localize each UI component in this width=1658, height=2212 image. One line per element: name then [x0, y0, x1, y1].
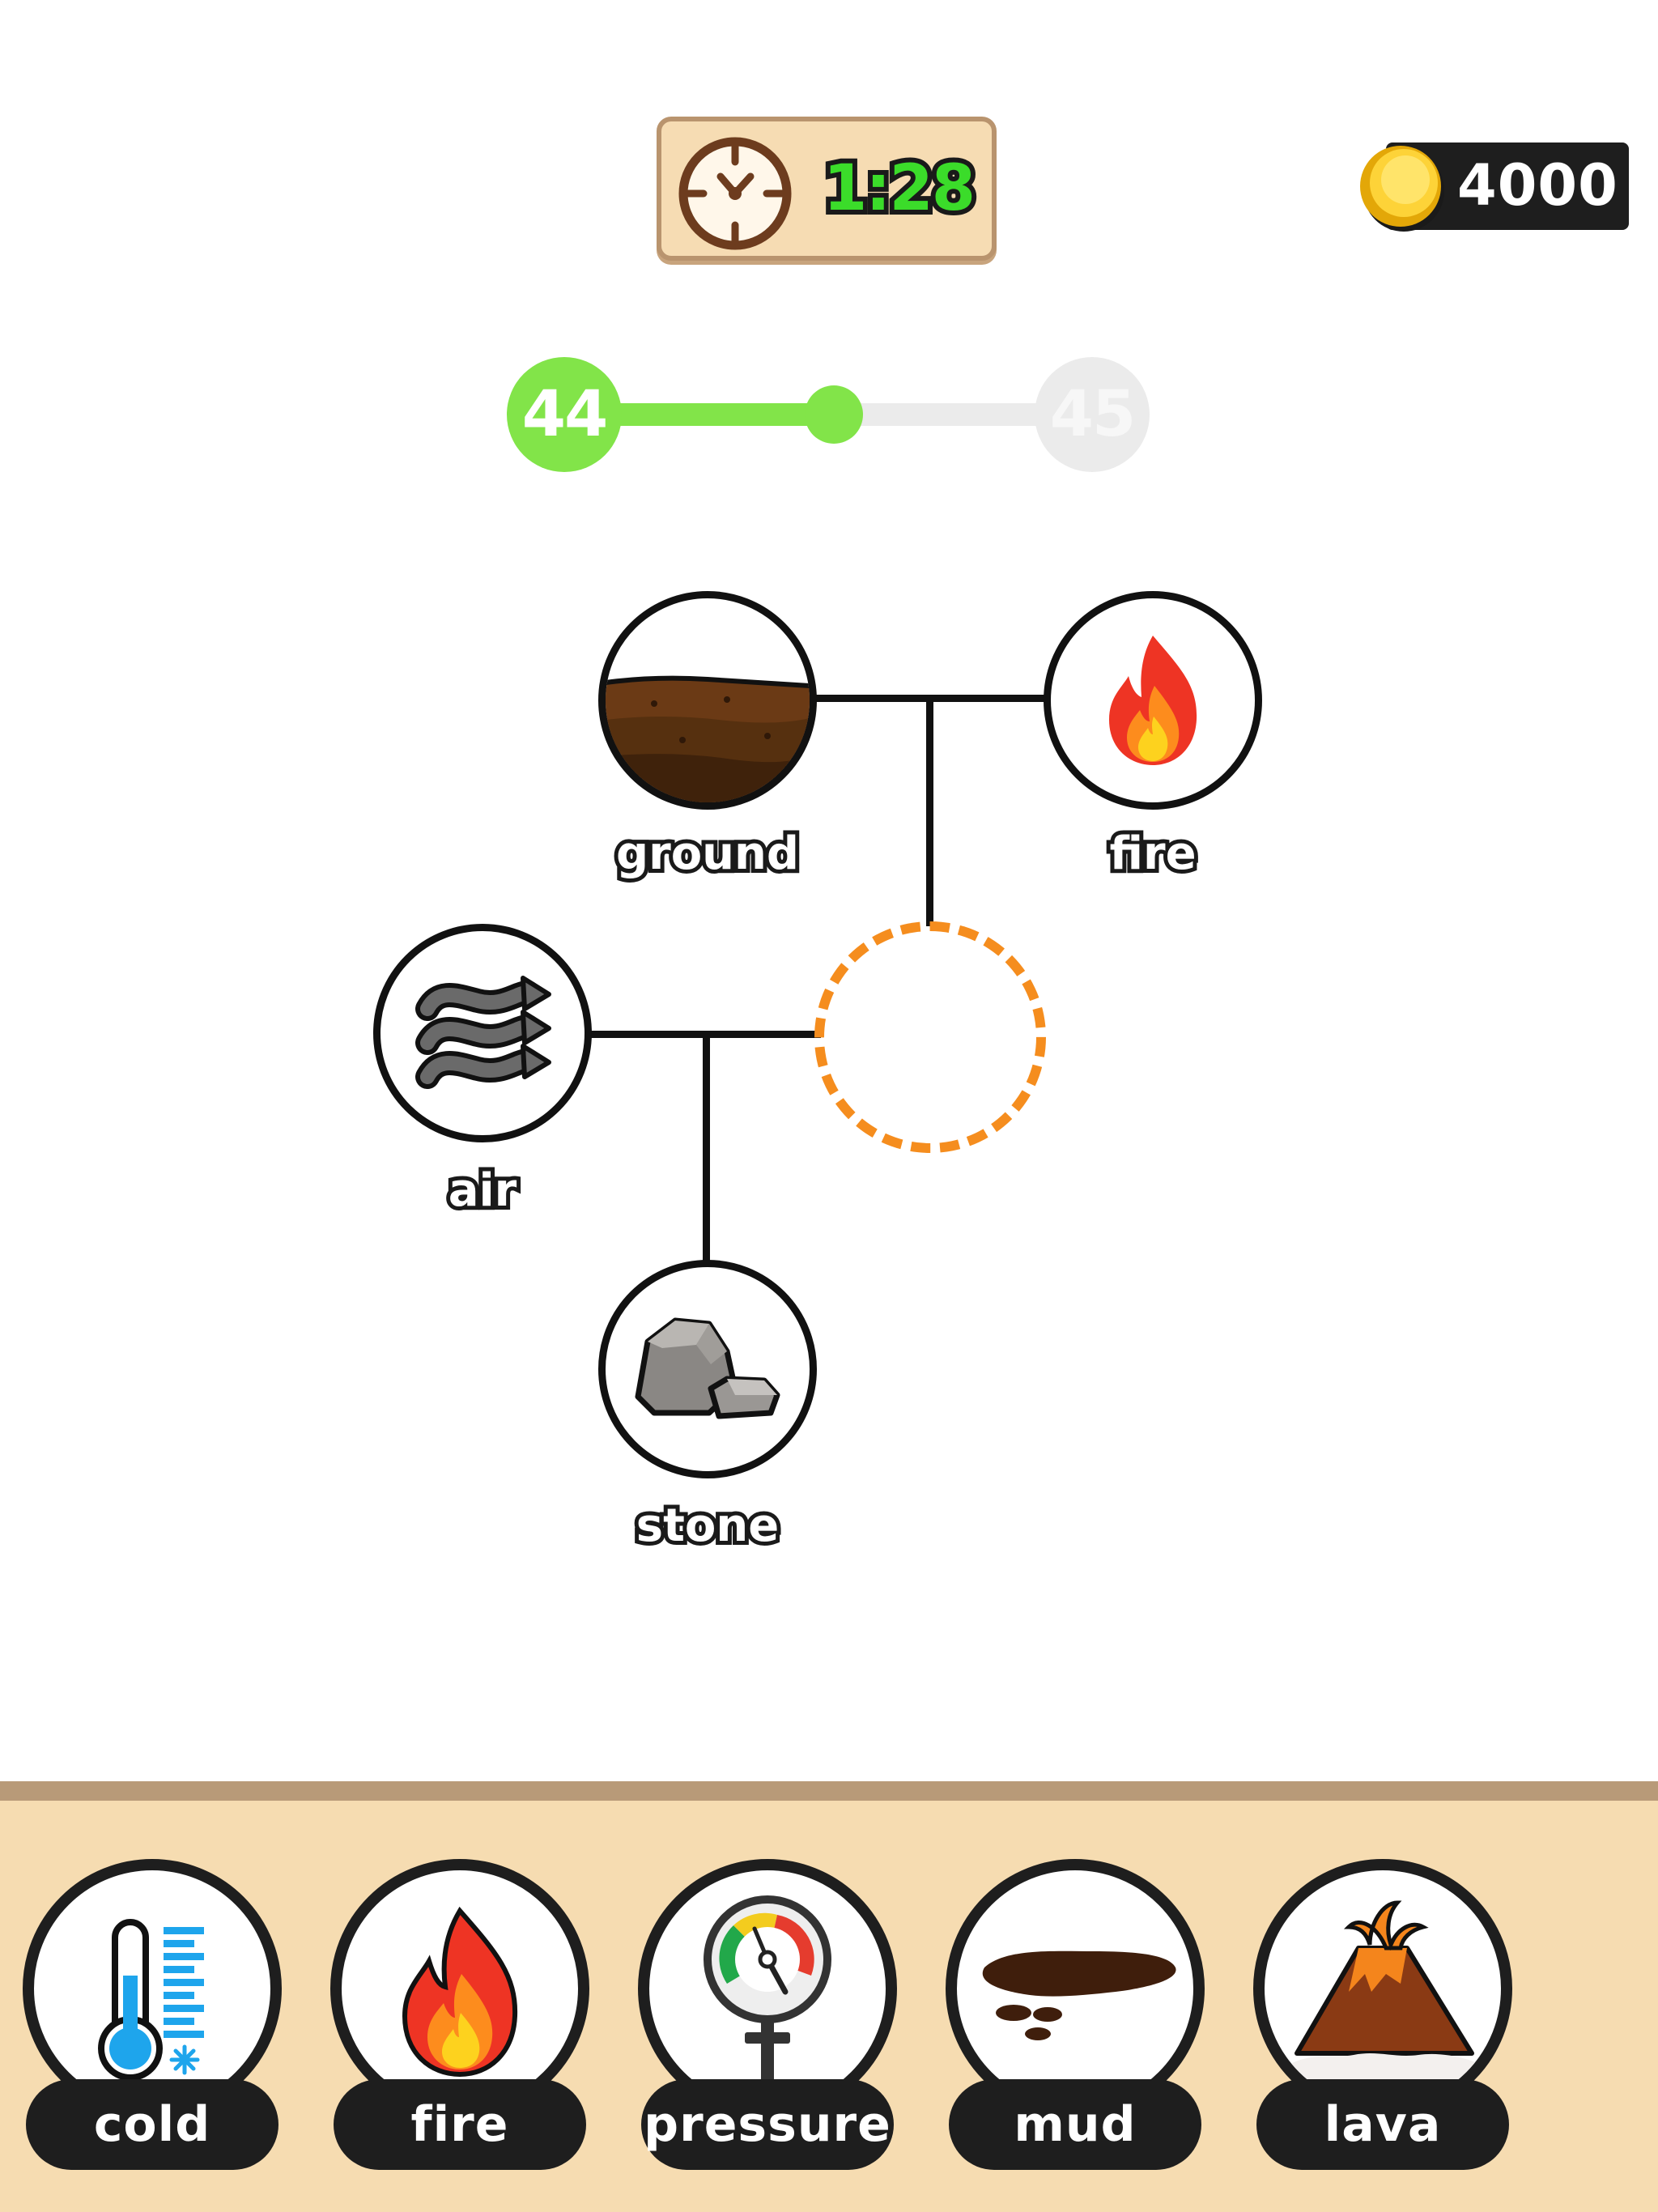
thermometer-icon	[98, 1919, 204, 2081]
ground-icon	[606, 675, 810, 802]
result-target-slot[interactable]	[814, 921, 1046, 1153]
recipe-node-label: air	[444, 1160, 521, 1221]
tray-item-cold[interactable]: cold	[23, 1859, 282, 2175]
current-level-number: 44	[521, 378, 609, 451]
clock-icon	[678, 137, 792, 250]
recipe-node-fire[interactable]	[1044, 591, 1262, 810]
timer-panel: 1:28	[657, 117, 997, 261]
recipe-node-stone[interactable]	[598, 1260, 817, 1478]
timer-value: 1:28	[818, 147, 980, 230]
fire-icon	[1109, 636, 1197, 765]
recipe-node-label: ground	[612, 823, 803, 884]
coin-icon	[1360, 146, 1444, 232]
tray-item-label-pill: pressure	[641, 2079, 894, 2170]
tray-item-label-pill: fire	[334, 2079, 586, 2170]
mud-icon	[982, 1950, 1176, 2040]
recipe-node-ground[interactable]	[598, 591, 817, 810]
next-level-badge: 45	[1035, 357, 1150, 472]
tray-item-lava[interactable]: lava	[1253, 1859, 1512, 2175]
tray-item-mud[interactable]: mud	[946, 1859, 1205, 2175]
tray-item-label-pill: lava	[1256, 2079, 1509, 2170]
pressure-gauge-icon	[704, 1895, 831, 2082]
tray-item-label: lava	[1324, 2096, 1442, 2153]
tray-item-label-pill: mud	[949, 2079, 1201, 2170]
connector-line	[926, 698, 933, 926]
coin-count: 4000	[1457, 152, 1618, 219]
stone-icon	[635, 1317, 780, 1419]
volcano-icon	[1289, 1900, 1482, 2081]
tray-item-label: fire	[410, 2096, 509, 2153]
tray-item-fire[interactable]: fire	[330, 1859, 589, 2175]
air-icon	[415, 976, 551, 1089]
tray-item-pressure[interactable]: pressure	[638, 1859, 897, 2175]
fire-icon	[402, 1906, 518, 2078]
tray-border	[0, 1781, 1658, 1801]
next-level-number: 45	[1049, 378, 1137, 451]
level-progress-knob	[805, 385, 863, 444]
recipe-node-label: stone	[632, 1495, 783, 1556]
connector-line	[703, 1034, 710, 1264]
tray-item-label: cold	[93, 2096, 211, 2153]
recipe-node-air[interactable]	[373, 924, 592, 1142]
tray-item-label: mud	[1014, 2096, 1137, 2153]
tray-item-label-pill: cold	[26, 2079, 278, 2170]
tray-item-label: pressure	[644, 2096, 891, 2153]
current-level-badge: 44	[507, 357, 622, 472]
recipe-node-label: fire	[1105, 823, 1200, 884]
